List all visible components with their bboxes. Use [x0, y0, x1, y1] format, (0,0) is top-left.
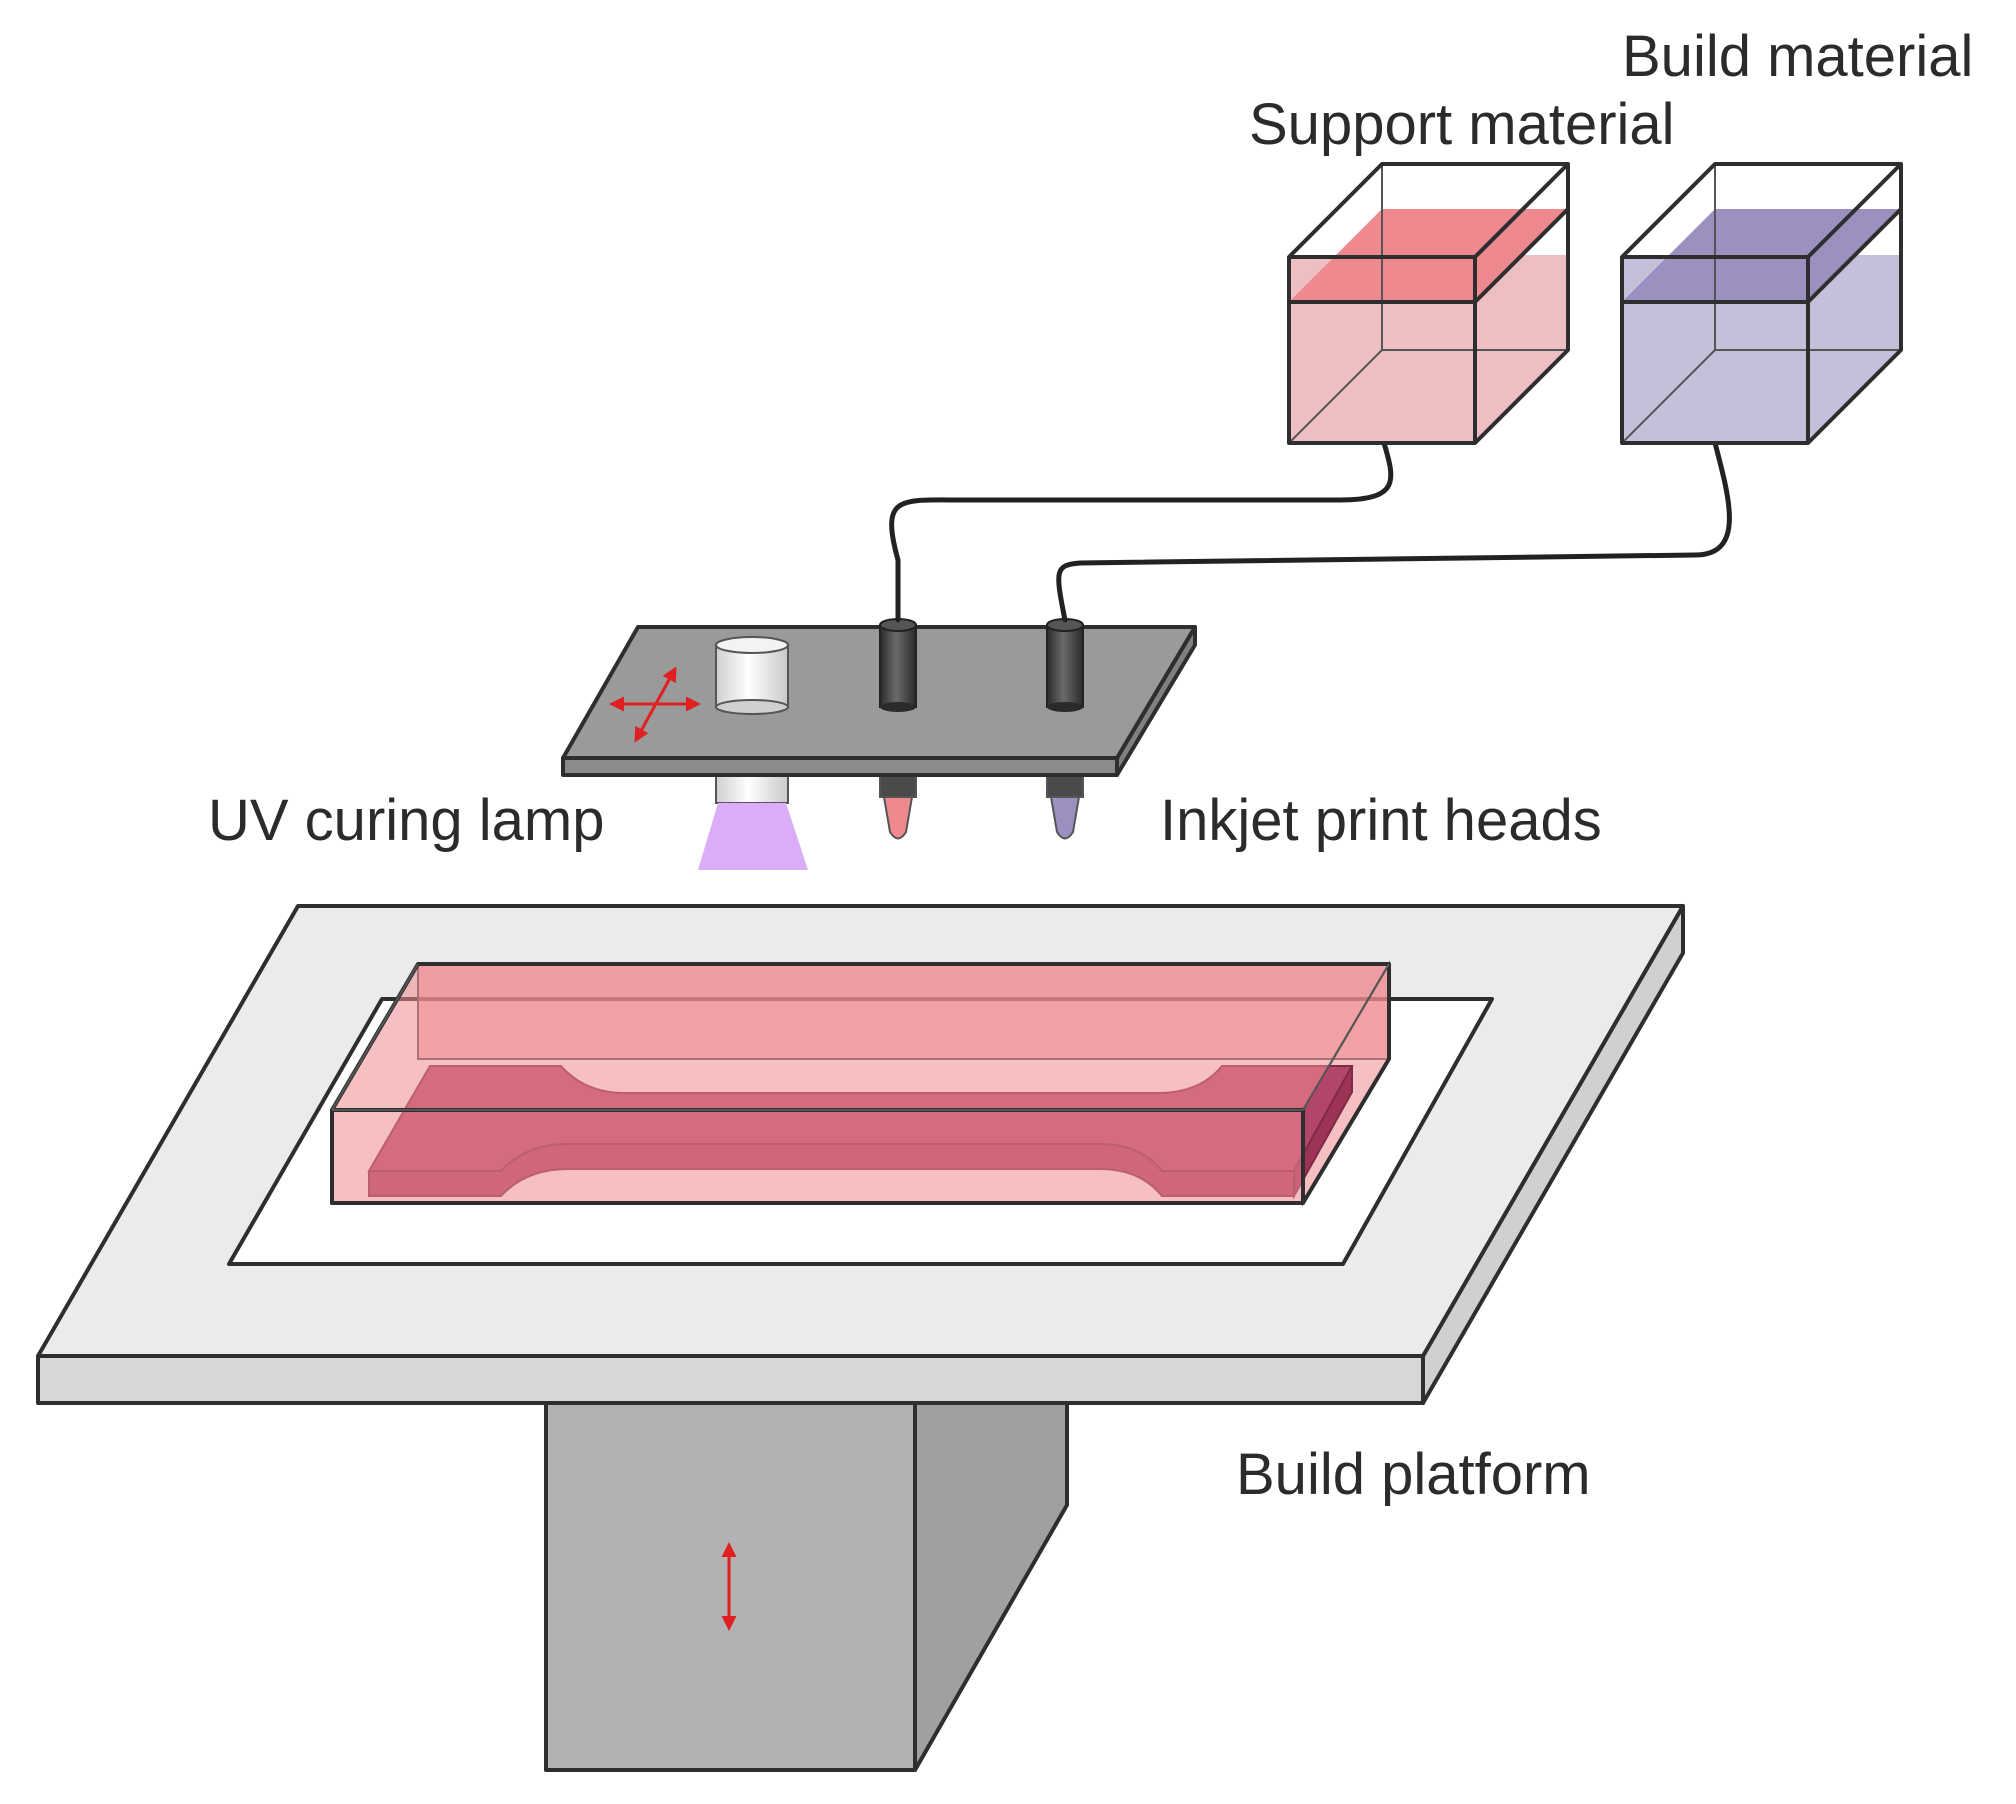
build-material-label: Build material	[1622, 24, 1973, 89]
support-feed-tube	[889, 440, 1394, 623]
build-print-head	[1046, 618, 1084, 712]
build-feed-tube	[1056, 440, 1732, 623]
inkjet-print-heads-label: Inkjet print heads	[1160, 788, 1602, 853]
support-print-head	[879, 618, 917, 712]
uv-light-beam	[698, 803, 808, 870]
support-material-tank	[1287, 162, 1570, 445]
support-material-label: Support material	[1249, 92, 1675, 157]
uv-lamp-lower	[698, 774, 808, 870]
xy-motion-arrows-icon	[609, 666, 701, 743]
printed-part-with-support	[330, 960, 1391, 1207]
platform-pedestal	[544, 1401, 1069, 1772]
build-platform-label: Build platform	[1236, 1442, 1591, 1507]
support-nozzle	[879, 774, 917, 840]
feed-tubes	[889, 440, 1732, 623]
uv-lamp-housing	[715, 636, 789, 715]
build-nozzle	[1046, 774, 1084, 840]
build-material-tank	[1620, 162, 1903, 445]
uv-curing-lamp-label: UV curing lamp	[208, 788, 604, 853]
print-carriage	[561, 618, 1197, 870]
